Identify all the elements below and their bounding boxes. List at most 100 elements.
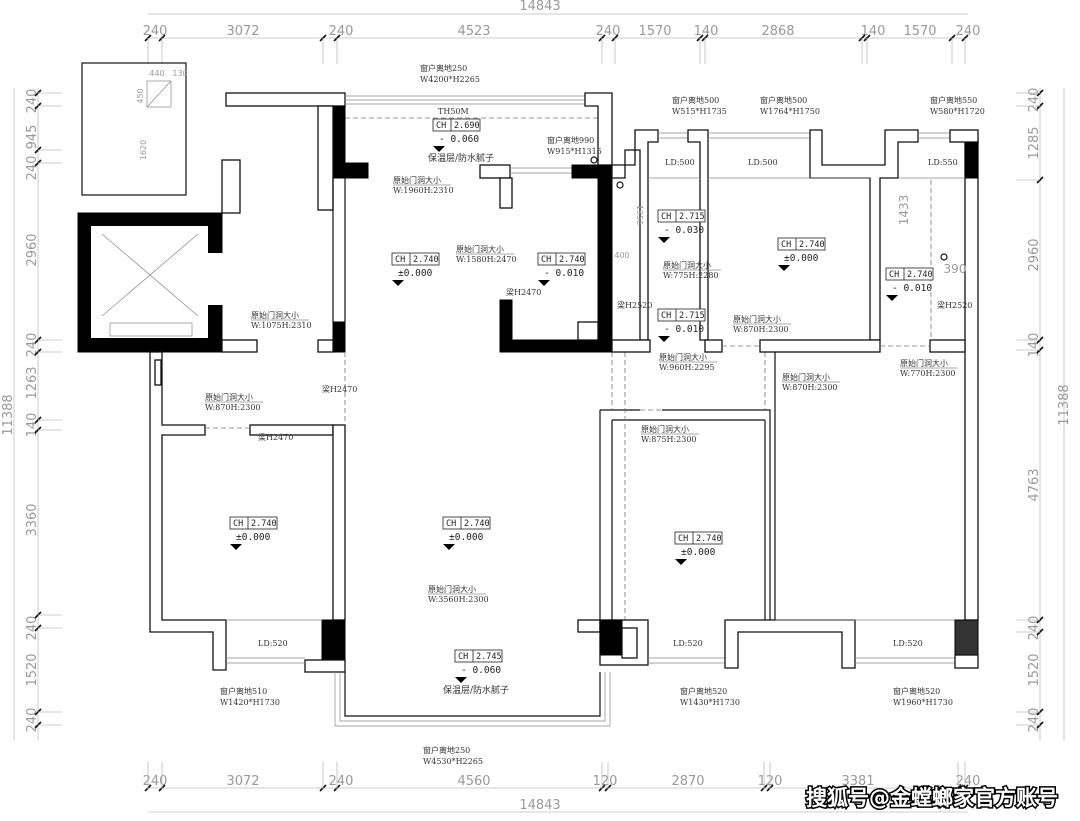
local-dim-label: 130	[172, 69, 187, 78]
ld-label: LD:500	[748, 158, 778, 167]
window-sill-height: 窗户离地550	[930, 95, 977, 105]
level-triangle-icon	[675, 559, 687, 565]
ch-label: CH	[446, 519, 456, 529]
dim-bottom-total: 14843	[519, 798, 560, 813]
window-sill-height: 窗户离地520	[680, 686, 727, 696]
ch-box	[657, 308, 706, 322]
ch-label: CH	[458, 652, 468, 662]
window-size: W515*H1735	[672, 107, 727, 116]
level-triangle-icon	[230, 544, 242, 550]
ch-height: 2.715	[679, 212, 705, 222]
dim-top-label: 1570	[903, 24, 936, 39]
dim-right-label: 2960	[1027, 238, 1042, 271]
ch-height: 2.740	[559, 255, 585, 265]
local-dim-label: 1356	[635, 205, 644, 225]
window-size: W1430*H1730	[680, 698, 740, 707]
floor-level: - 0.060	[439, 134, 479, 145]
beam-label: 梁H2520	[937, 301, 972, 310]
ld-label: LD:550	[928, 158, 958, 167]
top-label: TH50M	[438, 107, 469, 116]
floor-level: ±0.000	[449, 532, 484, 543]
ch-height: 2.715	[679, 311, 705, 321]
window-sill-height: 窗户离地250	[420, 63, 467, 73]
door-opening-size: W:775H:2280	[663, 271, 719, 280]
floor-level: - 0.010	[892, 283, 932, 294]
dim-top-label: 3072	[226, 24, 259, 39]
floor-level: ±0.000	[236, 532, 271, 543]
door-opening-label: 原始门洞大小	[782, 372, 830, 382]
door-opening-label: 原始门洞大小	[393, 175, 441, 185]
floor-level: ±0.000	[398, 268, 433, 279]
walls	[77, 62, 979, 727]
dim-right-total: 11388	[1057, 384, 1072, 425]
window-sill-height: 窗户离地990	[547, 135, 594, 145]
dim-right-label: 4763	[1027, 468, 1042, 501]
ceiling-height-mark: CH 2.740 ±0.000	[442, 516, 491, 550]
ch-box	[777, 237, 826, 251]
window-size: W4530*H2265	[423, 757, 483, 766]
door-opening-label: 原始门洞大小	[659, 352, 707, 362]
dim-left-label: 945	[25, 125, 40, 150]
window-size: W1420*H1730	[220, 698, 280, 707]
dim-left-label: 2960	[25, 233, 40, 266]
window-sill-height: 窗户离地520	[893, 686, 940, 696]
hatched-column	[954, 619, 979, 656]
dim-left-label: 240	[25, 333, 40, 358]
dim-top-label: 240	[143, 24, 168, 39]
door-opening-label: 原始门洞大小	[641, 424, 689, 434]
level-triangle-icon	[658, 336, 670, 342]
dim-bottom-label: 4560	[457, 774, 490, 789]
dim-top-label: 4523	[457, 24, 490, 39]
floor-level: ±0.000	[681, 547, 716, 558]
door-opening-size: W:3560H:2300	[428, 595, 489, 604]
window-size: W1764*H1750	[760, 107, 820, 116]
local-dim-label: 1433	[897, 195, 911, 226]
local-dim-label: 440	[149, 69, 164, 78]
door-opening-size: W:1960H:2310	[393, 186, 454, 195]
ld-label: LD:520	[673, 639, 703, 648]
ch-box	[442, 516, 491, 530]
ch-box	[229, 516, 278, 530]
door-opening-label: 原始门洞大小	[428, 584, 476, 594]
ch-label: CH	[661, 212, 671, 222]
ch-label: CH	[436, 121, 446, 131]
door-opening-label: 原始门洞大小	[900, 358, 948, 368]
dim-top-label: 140	[694, 24, 719, 39]
dim-right-label: 140	[1027, 333, 1042, 358]
level-triangle-icon	[886, 295, 898, 301]
dim-left-total: 11388	[1, 394, 16, 435]
ch-height: 2.745	[476, 652, 502, 662]
ch-height: 2.740	[464, 519, 490, 529]
dim-left-label: 140	[25, 413, 40, 438]
dim-bottom-label: 240	[956, 774, 981, 789]
dim-top-label: 240	[329, 24, 354, 39]
level-triangle-icon	[392, 280, 404, 286]
door-opening-size: W:870H:2300	[205, 403, 261, 412]
dim-right-label: 1520	[1027, 653, 1042, 686]
floor-level: - 0.060	[461, 665, 501, 676]
local-dim-label: 450	[136, 88, 145, 103]
level-triangle-icon	[538, 280, 550, 286]
ch-box	[454, 649, 503, 663]
door-opening-size: W:960H:2295	[659, 363, 715, 372]
level-triangle-icon	[433, 146, 445, 152]
beam-label: 梁H2470	[506, 288, 541, 297]
ch-label: CH	[781, 240, 791, 250]
